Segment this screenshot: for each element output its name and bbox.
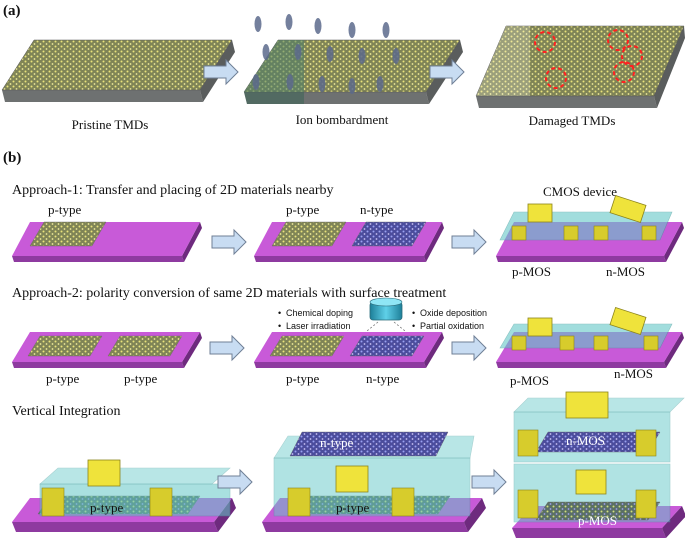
vi-p-type-label-2: p-type — [336, 500, 369, 515]
vi-n-type-label: n-type — [320, 435, 353, 450]
approach2-title: Approach-2: polarity conversion of same … — [12, 286, 446, 301]
step-pristine-label: Pristine TMDs — [72, 117, 149, 132]
treatment-laser-irradiation: Laser irradiation — [286, 321, 351, 331]
vi-stage3 — [512, 391, 685, 538]
step-ion-label: Ion bombardment — [296, 112, 389, 127]
panel-b-label: (b) — [3, 150, 21, 166]
approach1-title: Approach-1: Transfer and placing of 2D m… — [12, 183, 334, 198]
treatment-oxide-deposition: Oxide deposition — [420, 308, 487, 318]
treatment-chemical-doping: Chemical doping — [286, 308, 353, 318]
a1-p-type-label-1: p-type — [48, 202, 81, 217]
arrow-a2 — [429, 58, 465, 86]
a1-stage1-substrate — [12, 221, 202, 262]
arrow-b4 — [451, 334, 487, 362]
a1-n-mos-label: n-MOS — [606, 264, 645, 279]
step-damaged-label: Damaged TMDs — [529, 113, 616, 128]
a2-n-mos-label: n-MOS — [614, 366, 653, 381]
a2-n-type-label: n-type — [366, 371, 399, 386]
vi-stage2 — [262, 431, 486, 532]
arrow-b3 — [209, 334, 245, 362]
a2-p-type-label-3: p-type — [286, 371, 319, 386]
a1-cmos-device — [496, 194, 684, 262]
a2-cmos-device — [496, 306, 684, 368]
arrow-b1 — [211, 228, 247, 256]
a1-n-type-label: n-type — [360, 202, 393, 217]
arrow-b5 — [217, 468, 253, 496]
a1-p-mos-label: p-MOS — [512, 264, 551, 279]
bullet-4: • — [412, 321, 415, 331]
vi-p-type-label-1: p-type — [90, 500, 123, 515]
bullet-1: • — [278, 308, 281, 318]
a2-stage1-substrate — [12, 332, 202, 368]
treatment-source-icon — [355, 297, 417, 341]
a2-stage2-substrate — [254, 332, 444, 368]
vertical-title: Vertical Integration — [12, 404, 120, 419]
a2-p-type-label-2: p-type — [124, 371, 157, 386]
arrow-a1 — [203, 58, 239, 86]
arrow-b6 — [471, 468, 507, 496]
bullet-3: • — [412, 308, 415, 318]
vi-stage1 — [12, 459, 236, 532]
vi-n-mos-label: n-MOS — [566, 433, 605, 448]
pristine-tmd-slab — [1, 39, 235, 102]
arrow-b2 — [451, 228, 487, 256]
treatment-partial-oxidation: Partial oxidation — [420, 321, 484, 331]
vi-p-mos-label: p-MOS — [578, 513, 617, 528]
ion-particles — [252, 14, 400, 94]
damage-marks — [534, 29, 643, 89]
a2-p-type-label-1: p-type — [46, 371, 79, 386]
cmos-device-label: CMOS device — [543, 184, 617, 199]
a2-p-mos-label: p-MOS — [510, 373, 549, 388]
panel-a-label: (a) — [3, 3, 21, 19]
a1-stage2-substrate — [254, 221, 444, 262]
damaged-tmd-slab — [475, 25, 685, 108]
a1-p-type-label-2: p-type — [286, 202, 319, 217]
bullet-2: • — [278, 321, 281, 331]
